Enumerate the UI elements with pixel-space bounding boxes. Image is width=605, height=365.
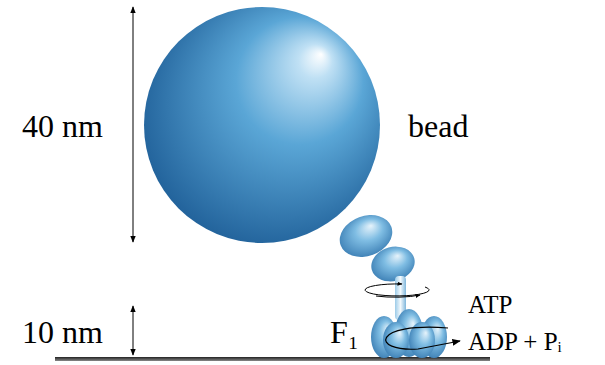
part-label: bead xyxy=(408,110,468,142)
part-label: F₁ xyxy=(330,316,359,348)
dimension-label: 40 nm xyxy=(22,110,103,142)
product-label: ADP + Pᵢ xyxy=(468,329,562,354)
dimension-label: 10 nm xyxy=(22,316,103,348)
reactant-label: ATP xyxy=(468,292,512,317)
